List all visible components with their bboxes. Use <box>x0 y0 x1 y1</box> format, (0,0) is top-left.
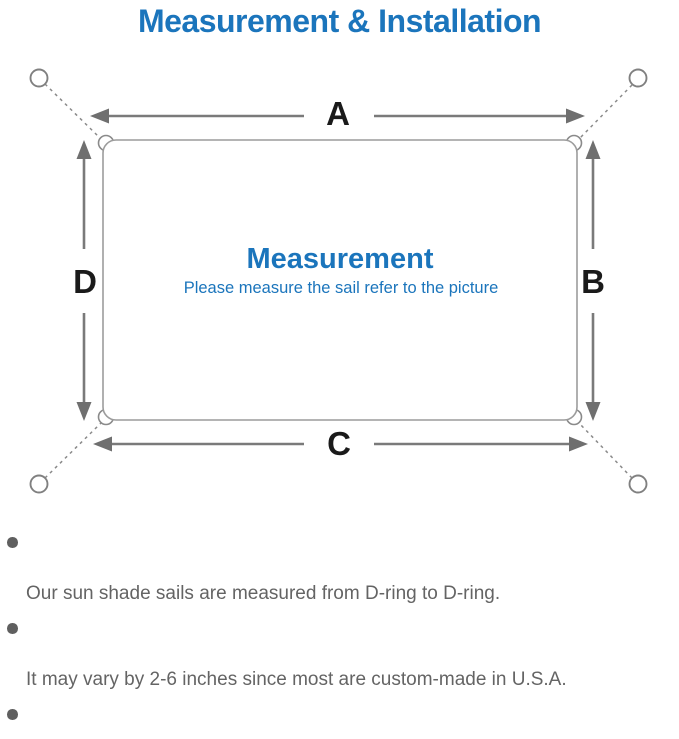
dimension-label-c: C <box>327 425 351 462</box>
guy-line-bottom-left <box>44 422 102 479</box>
list-item: When selecting the dimensions, subtract … <box>0 701 660 739</box>
dimension-label-b: B <box>581 263 605 300</box>
list-item: Our sun shade sails are measured from D-… <box>0 529 660 607</box>
dimension-arrow-a <box>90 108 585 124</box>
dimension-arrow-d <box>76 140 92 421</box>
dimension-arrow-b <box>585 140 601 421</box>
anchor-ring-icon <box>628 68 648 88</box>
dimension-label-d: D <box>73 263 97 300</box>
anchor-ring-icon <box>29 474 49 494</box>
diagram-caption-subtitle: Please measure the sail refer to the pic… <box>184 279 499 297</box>
diagram-caption-title: Measurement <box>247 243 434 275</box>
list-item: It may vary by 2-6 inches since most are… <box>0 615 660 693</box>
guy-line-top-left <box>44 83 102 140</box>
bullet-icon <box>7 623 18 634</box>
sail-outline <box>102 139 578 421</box>
page-title: Measurement & Installation <box>137 3 542 39</box>
bullet-icon <box>7 537 18 548</box>
anchor-ring-icon <box>628 474 648 494</box>
anchor-ring-icon <box>29 68 49 88</box>
note-text: Our sun shade sails are measured from D-… <box>26 583 501 604</box>
bullet-icon <box>7 709 18 720</box>
notes-list: Our sun shade sails are measured from D-… <box>0 529 660 739</box>
dimension-arrow-c <box>93 436 588 452</box>
note-text: It may vary by 2-6 inches since most are… <box>26 669 567 690</box>
guy-line-bottom-right <box>578 422 633 479</box>
dimension-label-a: A <box>326 95 350 132</box>
measurement-diagram: A B C D Measurement Please measure the s… <box>29 68 648 494</box>
guy-line-top-right <box>578 84 633 140</box>
